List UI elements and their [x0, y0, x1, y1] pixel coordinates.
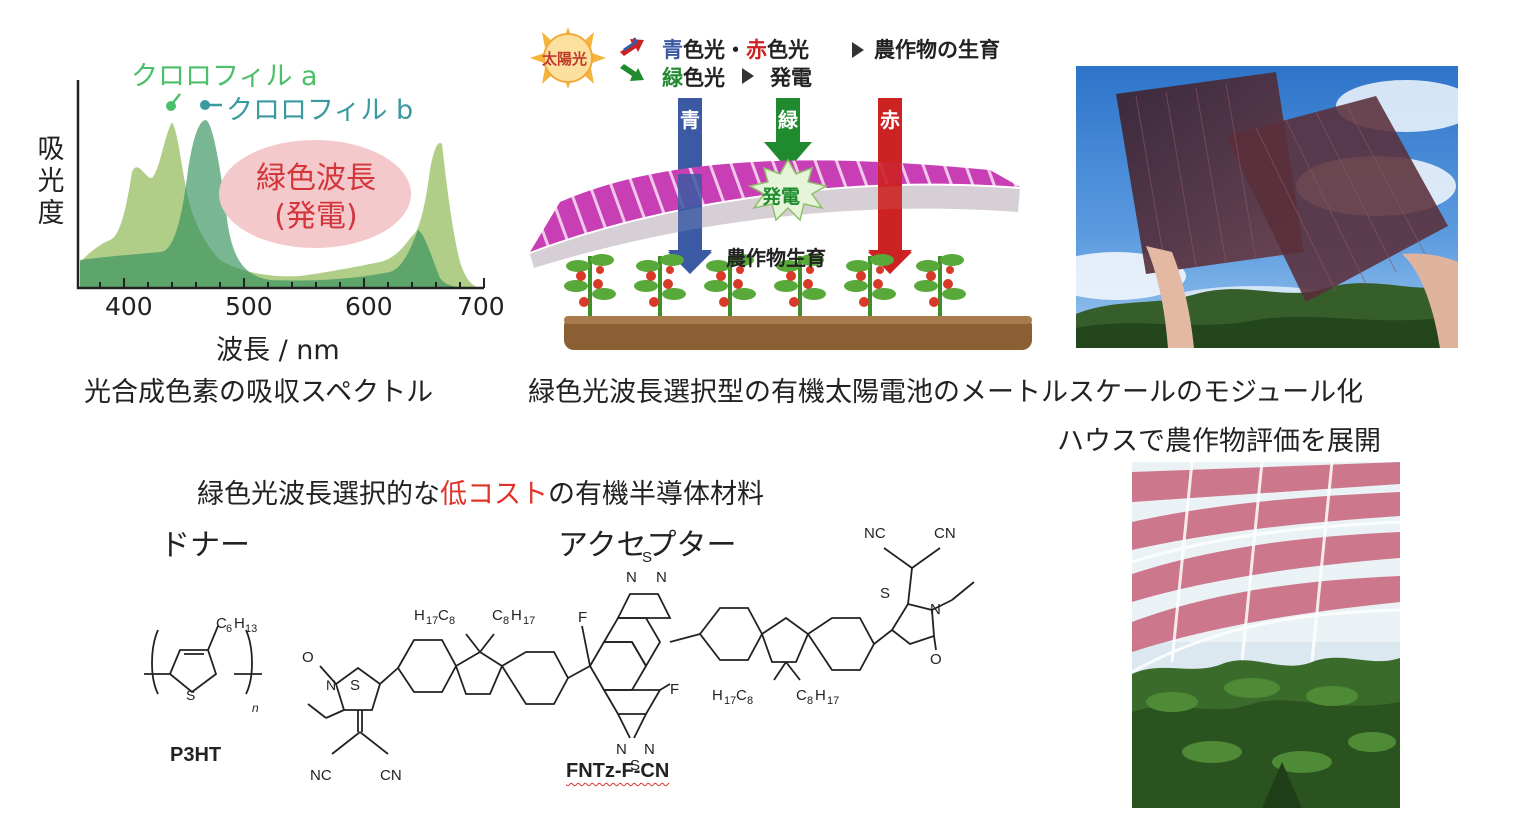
legend-line-2-result: 発電 — [770, 66, 812, 90]
generation-label: 発電 — [762, 186, 801, 208]
svg-text:N: N — [930, 601, 941, 618]
svg-text:n: n — [252, 701, 259, 715]
svg-text:C: C — [438, 607, 449, 624]
svg-text:F: F — [670, 681, 679, 698]
green-light-arrow — [764, 98, 812, 170]
svg-text:S: S — [350, 677, 360, 694]
photos-caption: ハウスで農作物評価を展開 — [1057, 426, 1381, 457]
blue-arrow-label: 青 — [680, 108, 700, 132]
svg-text:C: C — [216, 615, 227, 632]
svg-text:8: 8 — [747, 695, 753, 707]
svg-text:C: C — [492, 607, 503, 624]
greenhouse-photo — [1132, 462, 1400, 808]
chl-a-marker — [166, 101, 176, 111]
solar-caption: 緑色光波長選択型の有機太陽電池のメートルスケールのモジュール化 — [528, 377, 1364, 408]
svg-text:NC: NC — [864, 525, 886, 542]
x-ticks — [99, 278, 485, 288]
donor-name: P3HT — [170, 744, 222, 766]
sun-label: 太陽光 — [542, 50, 588, 68]
chlorophyll-b-spectrum — [80, 120, 480, 288]
svg-text:O: O — [302, 649, 314, 666]
svg-text:N: N — [656, 569, 667, 586]
svg-text:CN: CN — [934, 525, 956, 542]
svg-text:17: 17 — [523, 615, 535, 627]
svg-text:C: C — [796, 687, 807, 704]
x-tick-600: 600 — [345, 292, 393, 321]
red-arrow-label: 赤 — [880, 108, 900, 132]
svg-text:H: H — [234, 615, 245, 632]
green-arrow-icon — [620, 64, 644, 81]
svg-text:N: N — [644, 741, 655, 758]
green-arrow-label: 緑 — [778, 108, 798, 132]
svg-text:H: H — [712, 687, 723, 704]
soil — [564, 316, 1032, 350]
svg-text:H: H — [414, 607, 425, 624]
svg-text:S: S — [642, 549, 652, 566]
red-arrow-icon — [620, 39, 644, 56]
tomato-plants — [564, 254, 966, 316]
green-wavelength-line1: 緑色波長 — [256, 161, 376, 196]
x-tick-500: 500 — [225, 292, 273, 321]
acceptor-label: アクセプター — [558, 528, 737, 563]
sun-icon — [530, 27, 606, 89]
green-wavelength-ellipse — [219, 140, 411, 248]
module-photo — [1076, 66, 1458, 348]
x-tick-700: 700 — [457, 292, 505, 321]
legend-line-1-result: 農作物の生育 — [874, 38, 1000, 62]
svg-text:S: S — [880, 585, 890, 602]
green-wavelength-line2: (発電) — [274, 199, 358, 234]
svg-text:17: 17 — [724, 695, 736, 707]
acceptor-name: FNTz-F-CN — [566, 760, 670, 782]
svg-text:8: 8 — [503, 615, 509, 627]
svg-text:S: S — [186, 687, 195, 703]
x-axis-label: 波長 / nm — [216, 335, 340, 366]
play-icon-1 — [852, 42, 864, 58]
legend-line-1: 青色光・赤色光 — [662, 38, 809, 62]
svg-text:C: C — [736, 687, 747, 704]
solar-module-diagram — [530, 27, 1032, 350]
svg-text:N: N — [626, 569, 637, 586]
generation-burst — [747, 158, 829, 222]
spectrum-caption: 光合成色素の吸収スペクトル — [84, 377, 434, 408]
svg-text:8: 8 — [807, 695, 813, 707]
svg-text:N: N — [326, 677, 336, 693]
svg-text:F: F — [578, 609, 587, 626]
svg-text:CN: CN — [380, 767, 402, 784]
materials-title: 緑色光波長選択的な低コストの有機半導体材料 — [197, 479, 764, 510]
x-tick-400: 400 — [105, 292, 153, 321]
svg-text:8: 8 — [449, 615, 455, 627]
svg-text:N: N — [616, 741, 627, 758]
y-axis-label: 吸 光 度 — [37, 134, 65, 229]
absorption-spectrum-chart — [76, 80, 485, 290]
svg-text:6: 6 — [226, 623, 232, 635]
svg-text:13: 13 — [245, 623, 257, 635]
growth-label: 農作物生育 — [726, 246, 826, 270]
svg-text:H: H — [815, 687, 826, 704]
donor-label: ドナー — [160, 528, 250, 563]
play-icon-2 — [742, 68, 754, 84]
svg-text:H: H — [511, 607, 522, 624]
chl-b-marker — [200, 100, 210, 110]
svg-text:17: 17 — [426, 615, 438, 627]
green-wavelength-label: 緑色波長 (発電) — [251, 160, 381, 236]
svg-text:S: S — [630, 757, 640, 774]
chlorophyll-b-label: クロロフィル b — [226, 95, 414, 126]
svg-text:NC: NC — [310, 767, 332, 784]
legend-line-2: 緑色光 — [662, 66, 725, 90]
svg-text:17: 17 — [827, 695, 839, 707]
chlorophyll-a-label: クロロフィル a — [131, 61, 318, 92]
svg-text:O: O — [930, 651, 942, 668]
